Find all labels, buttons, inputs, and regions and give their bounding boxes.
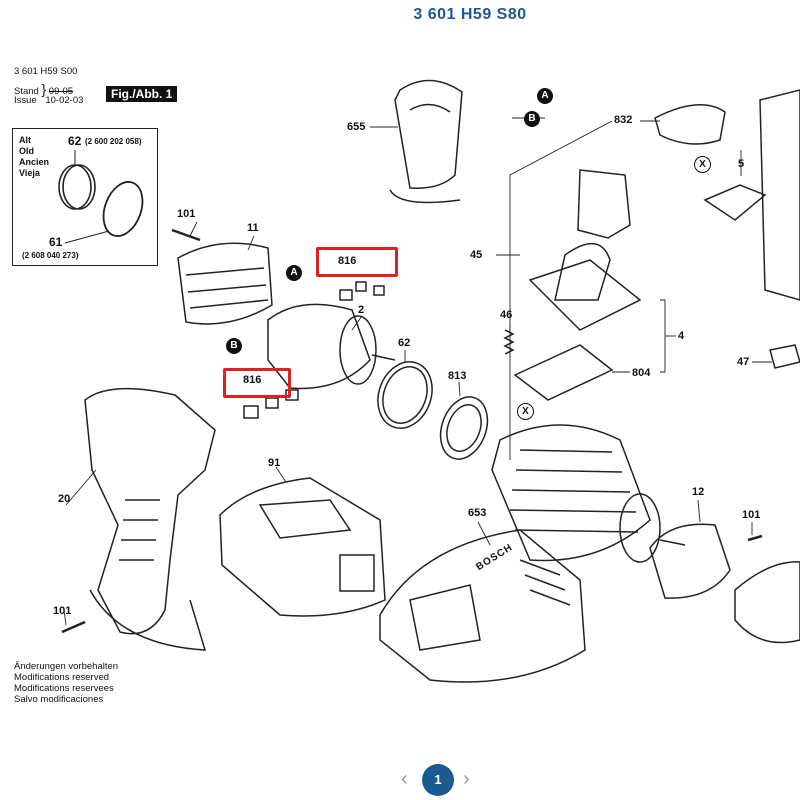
highlight-816-bottom [223,368,291,398]
part-label-832[interactable]: 832 [614,114,633,126]
note-es: Salvo modificaciones [14,694,104,705]
issue-label: Issue [14,95,37,106]
note-de: Änderungen vorbehalten [14,661,119,672]
part-label-4[interactable]: 4 [678,330,685,342]
alt-part-62-label: 62 [68,134,82,148]
model-code: 3 601 H59 S00 [14,66,78,77]
figure-badge: Fig./Abb. 1 [106,86,178,102]
part-label-20[interactable]: 20 [58,493,71,505]
part-label-62[interactable]: 62 [398,337,411,349]
part-label-2[interactable]: 2 [358,304,365,316]
alt-languages: Alt Old Ancien Vieja [19,135,49,179]
pagination: ‹ 1 › [0,762,800,798]
highlight-816-top [316,247,398,277]
alt-lang-1: Alt [19,135,31,145]
part-label-813[interactable]: 813 [448,370,467,382]
alt-lang-3: Ancien [19,157,50,167]
part-label-655[interactable]: 655 [347,121,366,133]
part-label-12[interactable]: 12 [692,486,705,498]
callout-b-left: B [226,338,242,354]
stand-label: Stand [14,86,39,97]
part-label-47[interactable]: 47 [737,356,750,368]
alt-rings-drawing [58,150,144,244]
part-label-45[interactable]: 45 [470,249,483,261]
prev-page-button[interactable]: ‹ [401,768,408,790]
part-label-653[interactable]: 653 [468,507,487,519]
alt-part-61-code: (2 608 040 273) [22,251,79,260]
part-label-91[interactable]: 91 [268,457,281,469]
part-label-101-top[interactable]: 101 [177,208,196,220]
stand-line: Stand } 09-05 [14,81,74,97]
alt-part-61-label: 61 [49,235,63,249]
callout-x-gearbox: X [517,403,534,420]
current-page-indicator[interactable]: 1 [422,764,454,796]
next-page-button[interactable]: › [463,768,470,790]
note-fr: Modifications reservees [14,683,114,694]
note-en: Modifications reserved [14,672,110,683]
alt-part-62-code: (2 600 202 058) [85,137,142,146]
alt-lang-2: Old [19,146,34,156]
part-label-804[interactable]: 804 [632,367,651,379]
modification-notes: Änderungen vorbehalten Modifications res… [14,661,118,705]
callout-b-right: B [524,111,540,127]
part-label-11[interactable]: 11 [247,222,259,234]
part-label-101-right[interactable]: 101 [742,509,761,521]
part-label-816-top[interactable]: 816 [338,255,357,267]
issue-line: Issue 10-02-03 [14,95,83,106]
part-label-816-bottom[interactable]: 816 [243,374,262,386]
callout-a-left: A [286,265,302,281]
stand-value: 09-05 [48,86,74,97]
diagram-title: 3 601 H59 S80 [413,6,527,23]
part-label-5[interactable]: 5 [738,158,745,170]
alternative-parts-box: Alt Old Ancien Vieja 62 (2 600 202 058) … [12,128,158,266]
part-label-101-bottom[interactable]: 101 [53,605,72,617]
callout-x-top: X [694,156,711,173]
issue-value: 10-02-03 [45,95,84,106]
callout-a-right: A [537,88,553,104]
alt-lang-4: Vieja [19,168,40,178]
part-label-46[interactable]: 46 [500,309,513,321]
